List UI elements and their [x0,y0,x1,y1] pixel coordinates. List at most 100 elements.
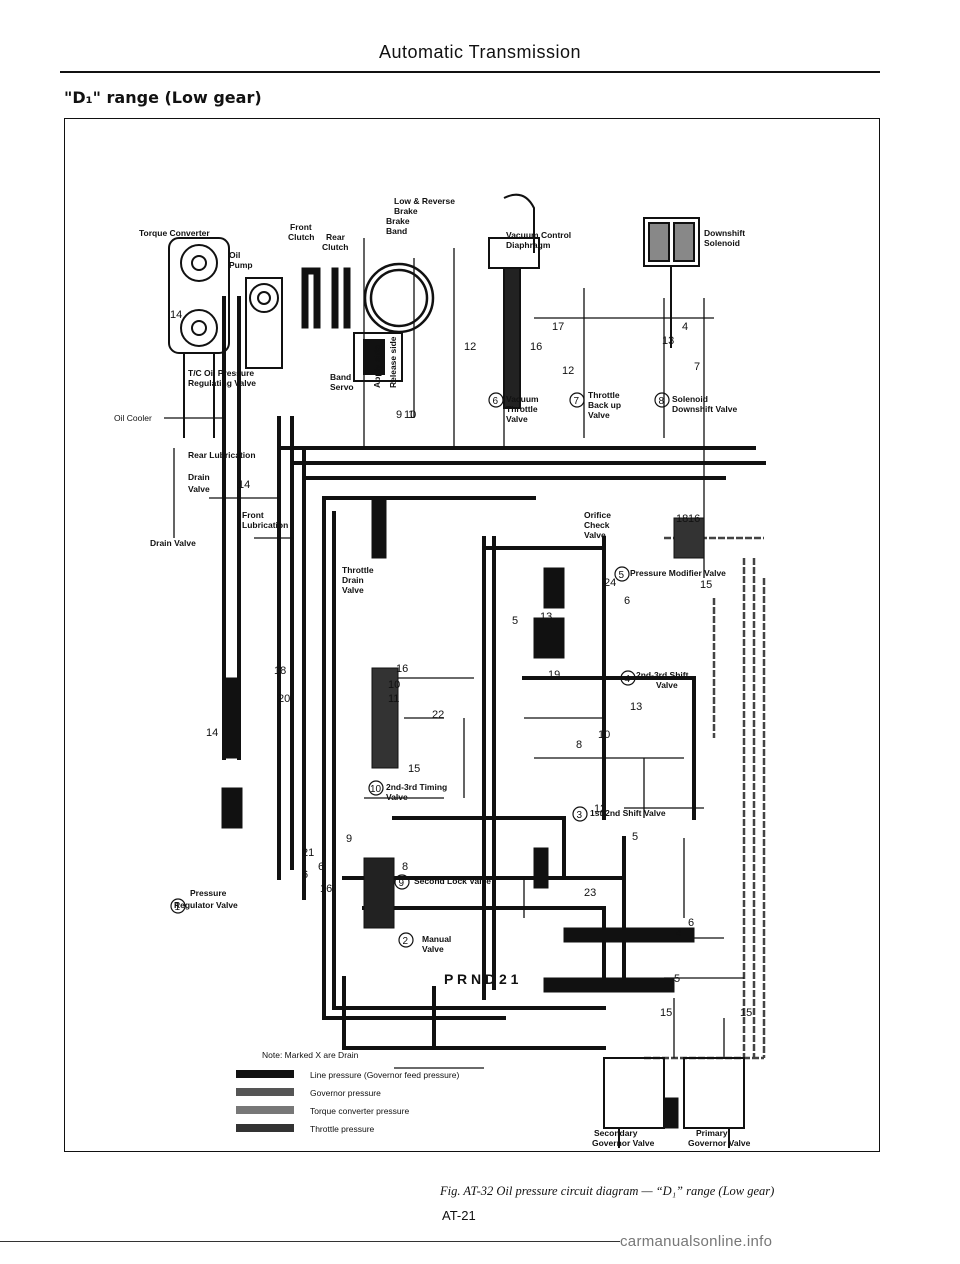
label-pressure-modifier: Pressure Modifier Valve [630,568,726,578]
line-number: 24 [604,577,616,589]
line-number: 19 [548,669,560,681]
label-band-servo-1: Band [330,372,351,382]
label-oil-pump-2: Pump [229,260,253,270]
line-number: 12 [464,341,476,353]
downshift-solenoid [643,217,700,348]
circled-1: 1 [175,902,181,913]
label-oil-cooler: Oil Cooler [114,413,152,423]
line-number: 8 [402,861,408,873]
line-number: 10 [404,409,416,421]
oil-pressure-circuit-diagram: Torque Converter Oil Pump Front Clutch R… [114,193,766,1148]
line-number: 6 [302,869,308,881]
vacuum-diaphragm [488,193,540,409]
line-number: 6 [318,861,324,873]
label-throttle-drain-2: Drain [342,575,364,585]
legend-swatch-throttle-pressure [236,1124,294,1132]
label-front-clutch-1: Front [290,222,312,232]
line-number: 4 [676,927,682,939]
label-front-clutch-2: Clutch [288,232,314,242]
circled-5: 5 [619,570,625,581]
label-orifice-check-2: Check [584,520,610,530]
line-number: 6 [688,917,694,929]
label-torque-converter: Torque Converter [139,228,210,238]
label-front-lub-1: Front [242,510,264,520]
line-number: 5 [674,973,680,985]
line-number: 14 [238,479,250,491]
label-throttle-drain-3: Valve [342,585,364,595]
diagram-frame [64,118,880,1152]
label-drain-valve: Drain Valve [150,538,196,548]
label-drain-valve-upper-1: Drain [188,472,210,482]
line-number: 14 [206,727,218,739]
label-release-side: Release side [388,336,398,388]
line-number: 18 [676,513,688,525]
legend-label-torque-converter: Torque converter pressure [310,1106,409,1116]
line-number: 17 [552,321,564,333]
line-number: 9 [346,833,352,845]
torque-converter [168,237,230,438]
line-number: 7 [694,361,700,373]
label-rear-clutch-2: Clutch [322,242,348,252]
line-number: 5 [632,831,638,843]
line-number: 13 [540,611,552,623]
low-reverse-brake-band [363,262,435,334]
label-secondary-governor-1: Secondary [594,1128,638,1138]
watermark-text: carmanualsonline.info [620,1233,773,1250]
label-vacuum-throttle-2: Throttle [506,404,538,414]
line-number: 10 [598,729,610,741]
circled-numbers: 1 2 3 4 5 6 7 8 9 10 [170,392,670,948]
label-front-lub-2: Lubrication [242,520,288,530]
label-solenoid-downshift-1: Solenoid [672,394,708,404]
label-orifice-check-1: Orifice [584,510,611,520]
line-number: 15 [408,763,420,775]
line-number: 12 [562,365,574,377]
line-number: 16 [396,663,408,675]
line-number: 10 [388,679,400,691]
legend-label-throttle-pressure: Throttle pressure [310,1124,375,1134]
line-numbers: 14 17 4 13 7 16 12 9 10 12 1 14 18 16 24… [170,309,752,1019]
line-number: 16 [530,341,542,353]
line-number: 4 [682,321,688,333]
label-apply-side: Apply side [372,345,382,388]
footer-rule [0,1241,620,1242]
circled-4: 4 [625,674,631,685]
label-timing-2-3-2: Valve [386,792,408,802]
circled-7: 7 [574,396,580,407]
label-manual-valve-1: Manual [422,934,451,944]
band-servo [353,332,403,382]
label-throttle-backup-1: Throttle [588,390,620,400]
label-low-reverse-1: Low & Reverse [394,196,455,206]
label-band-servo-2: Servo [330,382,354,392]
label-primary-governor-2: Governor Valve [688,1138,751,1148]
label-throttle-drain-1: Throttle [342,565,374,575]
front-clutch [301,267,321,329]
label-vacuum-control-1: Vacuum Control [506,230,571,240]
line-number: 14 [170,309,182,321]
line-number: 20 [278,693,290,705]
circled-6: 6 [493,396,499,407]
governor-valves [603,1057,745,1148]
oil-pump [245,277,283,369]
label-shift-2-3-1: 2nd-3rd Shift [636,670,689,680]
figure-caption: Fig. AT-32 Oil pressure circuit diagram … [440,1184,775,1198]
line-number: 15 [700,579,712,591]
label-downshift-solenoid-1: Downshift [704,228,745,238]
label-manual-valve-2: Valve [422,944,444,954]
line-number: 16 [320,883,332,895]
line-number: 15 [660,1007,672,1019]
label-vacuum-throttle-1: Vacuum [506,394,539,404]
line-number: 1 [408,409,414,421]
label-throttle-backup-2: Back up [588,400,621,410]
line-number: 21 [302,847,314,859]
circled-10: 10 [370,784,382,795]
label-second-lock: Second Lock Valve [414,876,491,886]
label-low-reverse-4: Band [386,226,407,236]
circled-3: 3 [577,810,583,821]
line-number: 8 [576,739,582,751]
line-number: 13 [662,335,674,347]
circled-8: 8 [659,396,665,407]
label-shift-1-2: 1st-2nd Shift Valve [590,808,666,818]
legend-label-line-pressure: Line pressure (Governor feed pressure) [310,1070,459,1080]
label-rear-clutch-1: Rear [326,232,346,242]
label-primary-governor-1: Primary [696,1128,728,1138]
